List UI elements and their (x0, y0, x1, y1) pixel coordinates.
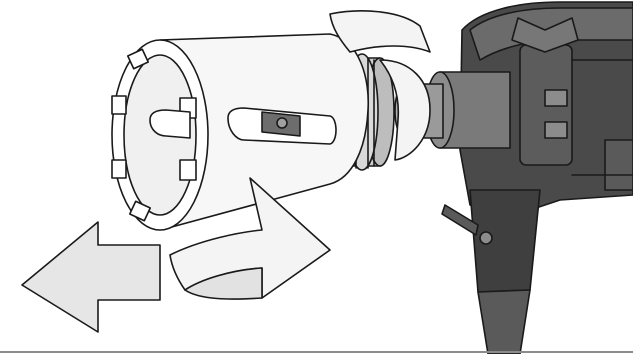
arrow-left-icon (22, 222, 160, 332)
core-drill-bit (112, 34, 368, 230)
drill-body (442, 2, 633, 354)
